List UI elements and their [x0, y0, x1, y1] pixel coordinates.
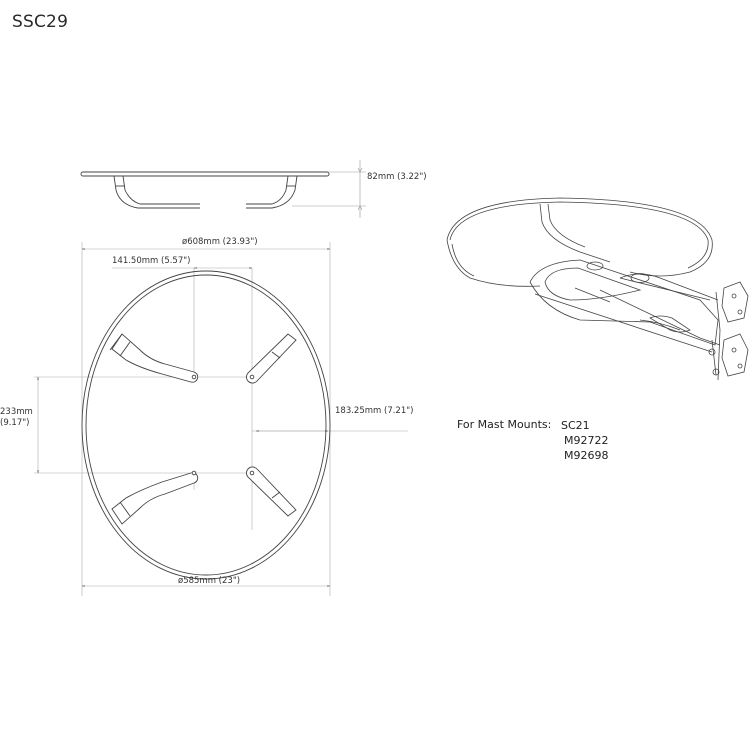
mast-mounts-label: For Mast Mounts: [457, 418, 552, 431]
hole-spacing-vertical-in-label: (9.17") [0, 418, 30, 428]
hole-spacing-horizontal-label: 141.50mm (5.57") [112, 256, 191, 266]
outer-diameter-label: ø608mm (23.93") [182, 237, 258, 247]
height-dimension [292, 160, 366, 218]
mast-mounts-list: SC21 M92722 M92698 [561, 418, 608, 463]
mast-mount-model: M92722 [564, 434, 609, 447]
mast-mount-model: M92698 [564, 449, 609, 462]
hole-spacing-vertical-mm-label: 233mm [0, 407, 33, 417]
height-dimension-label: 82mm (3.22") [367, 172, 427, 182]
mast-mount-model: SC21 [561, 419, 590, 432]
side-view [80, 171, 330, 209]
center-offset-label: 183.25mm (7.21") [335, 406, 414, 416]
inner-diameter-label: ø585mm (23") [178, 576, 241, 586]
top-view [34, 242, 408, 596]
product-title: SSC29 [12, 12, 69, 32]
isometric-view [446, 197, 749, 381]
